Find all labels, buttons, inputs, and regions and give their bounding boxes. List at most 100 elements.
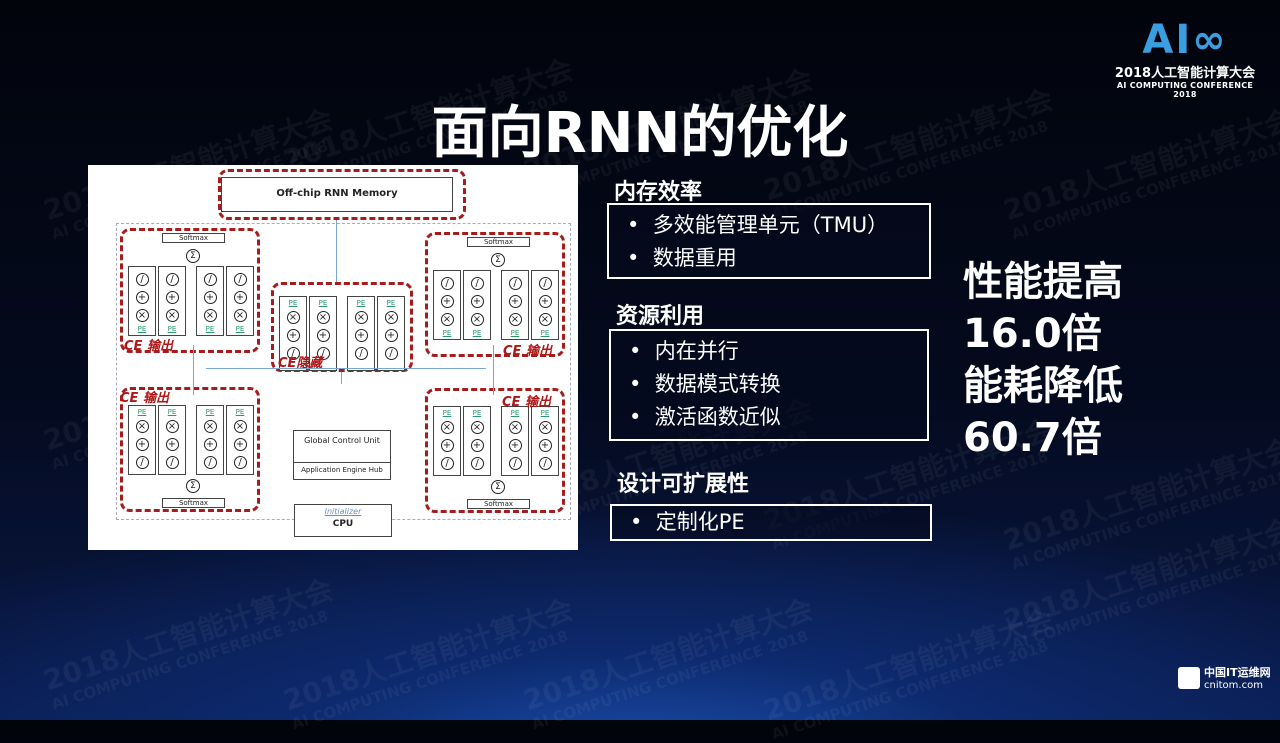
result-energy-value: 60.7倍 — [963, 415, 1102, 461]
pe-unit: PE × + / — [309, 296, 337, 371]
result-perf-label: 性能提高 — [963, 259, 1123, 305]
multiply-node: × — [508, 421, 522, 434]
pe-label: PE — [288, 299, 298, 307]
bullet-icon: • — [627, 213, 653, 237]
add-node: + — [286, 329, 300, 342]
multiply-node: × — [384, 311, 398, 324]
ce-block-bottom-left — [120, 387, 260, 512]
sum-node: Σ — [491, 253, 505, 267]
multiply-node: × — [165, 420, 179, 433]
bullet-text: 定制化PE — [655, 510, 745, 534]
bullet-item: • 多效能管理单元（TMU） — [627, 209, 929, 242]
activation-node: × — [440, 313, 454, 326]
pe-label: PE — [472, 409, 482, 417]
site-cn: 中国IT运维网 — [1204, 666, 1271, 679]
softmax-box: Softmax — [467, 499, 530, 509]
multiply-node: × — [233, 420, 247, 433]
pe-label: PE — [167, 325, 177, 333]
bullet-item: • 定制化PE — [630, 506, 930, 539]
slide-title: 面向RNN的优化 — [431, 101, 849, 166]
activation-node: / — [538, 457, 552, 470]
softmax-box: Softmax — [162, 498, 225, 508]
activation-node: / — [286, 347, 300, 360]
multiply-node: / — [440, 277, 454, 290]
bullet-item: • 数据模式转换 — [629, 368, 927, 401]
off-chip-memory: Off-chip RNN Memory — [221, 177, 453, 212]
section-title: 内存效率 — [614, 180, 703, 205]
pe-label: PE — [318, 299, 328, 307]
pe-unit: PE×+/ — [158, 405, 186, 475]
memory-bus — [336, 220, 337, 282]
bullet-item: • 内在并行 — [629, 335, 927, 368]
sum-node: Σ — [491, 480, 505, 494]
pe-unit: /+×PE — [226, 266, 254, 336]
add-node: + — [135, 438, 149, 451]
multiply-node: × — [538, 421, 552, 434]
bullet-text: 数据重用 — [652, 246, 737, 270]
add-node: + — [384, 329, 398, 342]
pe-label: PE — [205, 325, 215, 333]
multiply-node: × — [470, 421, 484, 434]
activation-node: × — [233, 309, 247, 322]
activation-node: / — [508, 457, 522, 470]
bullet-item: • 激活函数近似 — [629, 401, 927, 434]
site-en: cnitom.com — [1204, 680, 1263, 691]
multiply-node: × — [286, 311, 300, 324]
pe-label: PE — [205, 408, 215, 416]
conference-logo: AI∞ 2018人工智能计算大会 AI COMPUTING CONFERENCE… — [1105, 18, 1265, 99]
ce-block-hidden — [271, 282, 413, 372]
pe-unit: PE×+/ — [226, 405, 254, 475]
bullet-icon: • — [629, 372, 655, 396]
pe-label: PE — [167, 408, 177, 416]
add-node: + — [233, 438, 247, 451]
pe-label: PE — [472, 329, 482, 337]
cpu-box: Initializer CPU — [294, 504, 392, 537]
pe-label: PE — [510, 409, 520, 417]
multiply-node: × — [316, 311, 330, 324]
pe-label: PE — [510, 329, 520, 337]
activation-node: × — [508, 313, 522, 326]
multiply-node: / — [165, 273, 179, 286]
bullet-icon: • — [627, 246, 653, 270]
pe-unit: PE×+/ — [377, 296, 405, 371]
bullet-icon: • — [630, 510, 656, 534]
pe-unit: /+×PE — [463, 270, 491, 340]
add-node: + — [470, 295, 484, 308]
bullet-text: 内在并行 — [654, 339, 739, 363]
add-node: + — [316, 329, 330, 342]
multiply-node: × — [135, 420, 149, 433]
pe-label: PE — [137, 408, 147, 416]
add-node: + — [135, 291, 149, 304]
activation-node: / — [233, 456, 247, 469]
ce-label: CE隐藏 — [278, 356, 323, 371]
add-node: + — [354, 329, 368, 342]
pe-unit: /+×PE — [196, 266, 224, 336]
pe-unit: PE×+/ — [196, 405, 224, 475]
pe-label: PE — [235, 325, 245, 333]
memory-highlight — [218, 169, 466, 220]
pe-unit: /+×PE — [128, 266, 156, 336]
initializer-label: Initializer — [324, 507, 362, 516]
ce-label: CE 输出 — [502, 395, 551, 410]
logo-ai: AI — [1142, 17, 1193, 63]
multiply-node: / — [203, 273, 217, 286]
activation-node: / — [165, 456, 179, 469]
bullet-text: 激活函数近似 — [654, 405, 781, 429]
multiply-node: / — [538, 277, 552, 290]
ce-block-top-right — [425, 232, 565, 357]
bullet-item: • 数据重用 — [627, 242, 929, 275]
bullet-icon: • — [629, 339, 655, 363]
pe-unit: /+×PE — [158, 266, 186, 336]
pe-label: PE — [137, 325, 147, 333]
add-node: + — [233, 291, 247, 304]
application-engine-hub: Application Engine Hub — [293, 462, 391, 480]
pe-unit: /+×PE — [531, 270, 559, 340]
bullet-text: 多效能管理单元（TMU） — [652, 213, 889, 237]
multiply-node: / — [135, 273, 149, 286]
multiply-node: / — [508, 277, 522, 290]
ce-label: CE 输出 — [124, 339, 173, 354]
result-energy-label: 能耗降低 — [963, 363, 1123, 409]
bullet-text: 数据模式转换 — [654, 372, 781, 396]
activation-node: / — [316, 347, 330, 360]
